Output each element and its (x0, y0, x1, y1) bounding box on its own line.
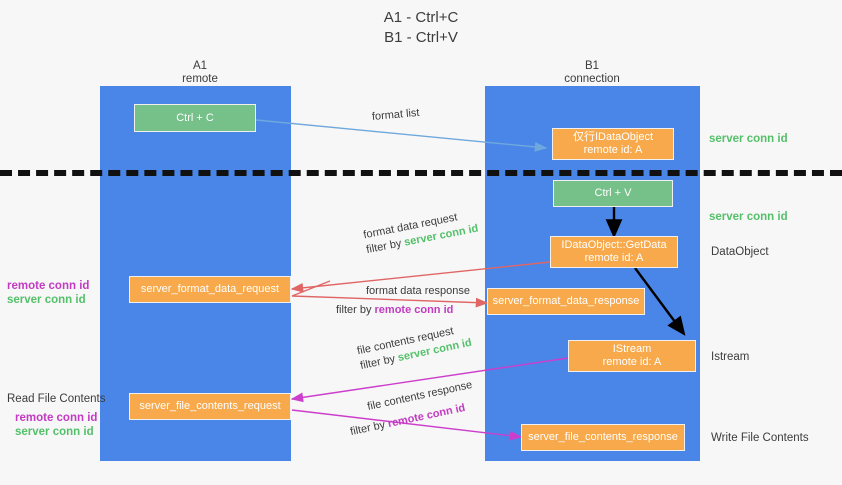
left-label-conn-ids-2: remote conn id server conn id (15, 411, 97, 439)
edge-label-format-list-text: format list (371, 106, 420, 123)
node-server-file-contents-request-label: server_file_contents_request (139, 400, 281, 412)
title-line-1: A1 - Ctrl+C (383, 9, 459, 26)
filter-key-remote-conn-id: remote conn id (374, 304, 454, 316)
right-label-server-conn-id-mid: server conn id (709, 210, 788, 224)
column-header-b1-sub: connection (564, 73, 620, 85)
node-server-file-contents-request[interactable]: server_file_contents_request (129, 393, 291, 420)
node-idataobject-getdata[interactable]: IDataObject::GetData remote id: A (550, 236, 678, 268)
edge-label-format-data-request: format data request filter by server con… (362, 207, 479, 258)
left-label-read-file-contents-text: Read File Contents (7, 393, 106, 405)
edge-label-format-data-response-filter: filter by remote conn id (336, 299, 470, 318)
column-header-b1: B1 connection (532, 60, 652, 86)
left-label-server-conn-id-2: server conn id (15, 426, 94, 438)
node-istream-line2: remote id: A (602, 356, 662, 368)
left-label-remote-conn-id-1: remote conn id (7, 280, 90, 292)
node-idataobject-top-line2: remote id: A (583, 144, 643, 156)
right-label-dataobject: DataObject (711, 245, 769, 259)
right-label-write-file-contents: Write File Contents (711, 431, 809, 445)
arrow-format-data-response-tail (291, 280, 331, 297)
edge-label-format-data-response: format data response filter by remote co… (336, 284, 470, 318)
right-label-dataobject-text: DataObject (711, 246, 769, 258)
node-server-format-data-request-label: server_format_data_request (140, 283, 280, 295)
node-istream-line1: IStream (612, 343, 652, 355)
node-server-file-contents-response[interactable]: server_file_contents_response (521, 424, 685, 451)
column-header-a1-sub: remote (182, 73, 218, 85)
node-idataobject-getdata-line1: IDataObject::GetData (561, 239, 667, 251)
left-label-read-file-contents: Read File Contents (7, 392, 105, 406)
filter-prefix: filter by (349, 418, 390, 439)
right-label-server-conn-id-top-text: server conn id (709, 133, 788, 145)
node-ctrl-v[interactable]: Ctrl + V (553, 180, 673, 207)
node-istream[interactable]: IStream remote id: A (568, 340, 696, 372)
right-label-istream: Istream (711, 350, 749, 364)
column-header-b1-name: B1 (584, 60, 600, 72)
node-ctrl-c-label: Ctrl + C (176, 111, 214, 124)
title-line-2: B1 - Ctrl+V (384, 29, 458, 46)
edge-label-format-data-response-main: format data response (366, 285, 470, 297)
page-title: A1 - Ctrl+C B1 - Ctrl+V (0, 8, 842, 48)
filter-prefix: filter by (336, 304, 375, 316)
column-header-a1: A1 remote (140, 60, 260, 86)
edge-label-format-list: format list (371, 106, 420, 125)
node-idataobject-getdata-line2: remote id: A (584, 252, 644, 264)
left-label-remote-conn-id-2: remote conn id (15, 412, 98, 424)
right-label-server-conn-id-mid-text: server conn id (709, 211, 788, 223)
edge-label-file-contents-request: file contents request filter by server c… (356, 321, 473, 374)
column-header-a1-name: A1 (192, 60, 208, 72)
left-label-server-conn-id-1: server conn id (7, 294, 86, 306)
node-server-format-data-response[interactable]: server_format_data_response (487, 288, 645, 315)
node-server-file-contents-response-label: server_file_contents_response (528, 431, 678, 443)
left-label-conn-ids-1: remote conn id server conn id (7, 279, 89, 307)
phase-divider (0, 170, 842, 176)
node-ctrl-c[interactable]: Ctrl + C (134, 104, 256, 132)
edge-label-file-contents-response: file contents response filter by remote … (345, 378, 479, 440)
node-idataobject-top[interactable]: 仅行IDataObject remote id: A (552, 128, 674, 160)
right-label-write-file-contents-text: Write File Contents (711, 432, 809, 444)
right-label-istream-text: Istream (711, 351, 750, 363)
node-idataobject-top-line1: 仅行IDataObject (572, 131, 654, 143)
right-label-server-conn-id-top: server conn id (709, 132, 788, 146)
node-ctrl-v-label: Ctrl + V (594, 187, 632, 199)
node-server-format-data-response-label: server_format_data_response (492, 295, 640, 307)
node-server-format-data-request[interactable]: server_format_data_request (129, 276, 291, 303)
